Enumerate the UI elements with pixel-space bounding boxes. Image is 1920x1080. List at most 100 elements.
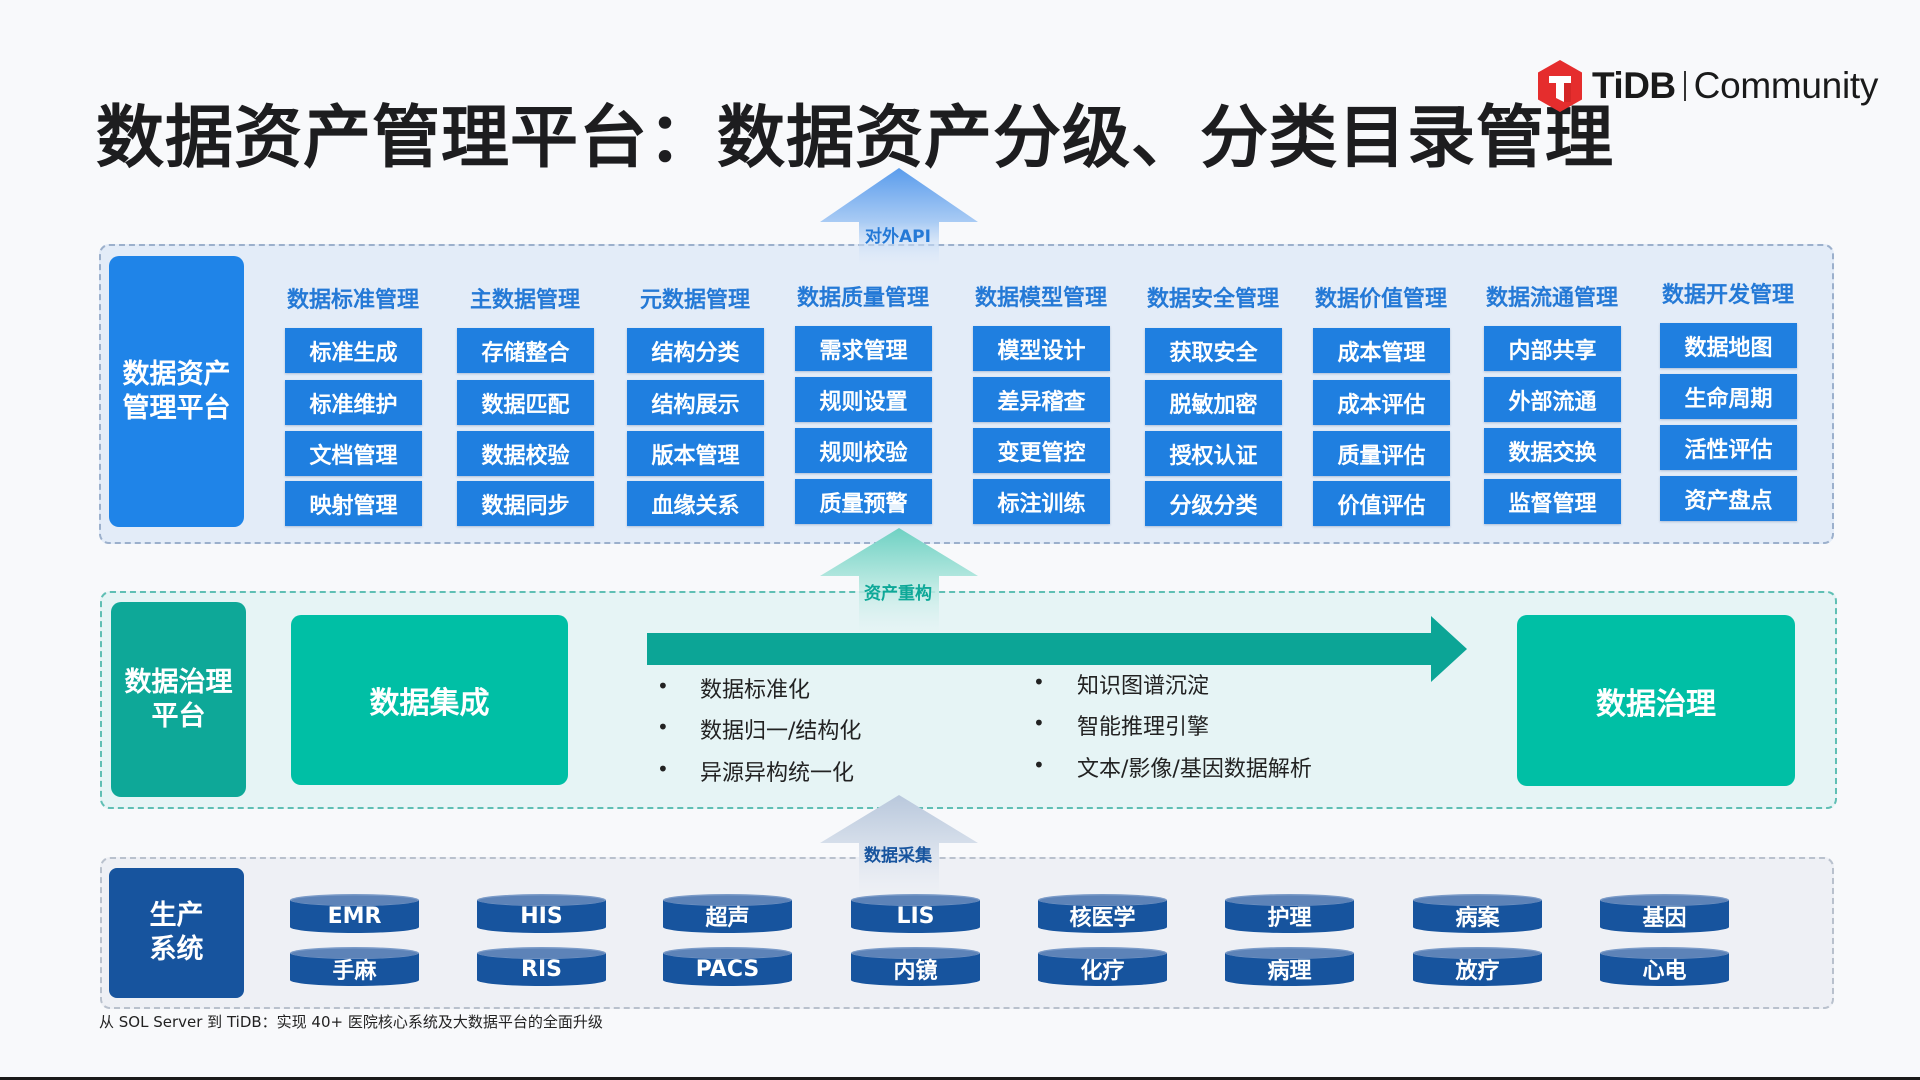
module-item: 数据同步: [457, 481, 594, 526]
database-cylinder: 超声: [662, 893, 793, 933]
module-item: 模型设计: [973, 326, 1110, 371]
module-item: 版本管理: [627, 431, 764, 476]
production-label-line2: 系统: [149, 934, 204, 965]
module-column-title: 主数据管理: [469, 288, 580, 313]
tidb-community-logo: TiDB Community: [1536, 58, 1878, 114]
database-label: RIS: [521, 956, 562, 982]
database-icon: [290, 894, 419, 933]
module-item: 需求管理: [795, 326, 932, 371]
database-label: 心电: [1642, 959, 1687, 984]
governance-bullet-item: 文本/影像/基因数据解析: [1077, 757, 1312, 782]
database-label: 核医学: [1069, 906, 1136, 931]
module-column-title: 数据开发管理: [1661, 283, 1794, 308]
database-label: PACS: [695, 956, 760, 982]
module-item: 价值评估: [1313, 481, 1450, 526]
module-item: 内部共享: [1484, 326, 1621, 371]
database-icon: [1225, 894, 1354, 933]
database-cylinder: 病理: [1224, 946, 1355, 986]
module-item: 变更管控: [973, 428, 1110, 473]
module-column-title: 数据质量管理: [796, 286, 929, 311]
module-item: 差异稽查: [973, 377, 1110, 422]
module-item: 生命周期: [1660, 374, 1797, 419]
database-cylinder: 护理: [1224, 893, 1355, 933]
footer-caption: 从 SOL Server 到 TiDB：实现 40+ 医院核心系统及大数据平台的…: [99, 1013, 603, 1031]
governance-platform-label-line1: 数据治理: [124, 666, 233, 698]
module-item: 授权认证: [1145, 431, 1282, 476]
database-label: 化疗: [1080, 959, 1125, 984]
data-governance-box: 数据治理: [1517, 615, 1795, 786]
database-cylinder: PACS: [662, 946, 793, 986]
module-item: 标准维护: [285, 380, 422, 425]
database-label: 病理: [1267, 959, 1312, 984]
module-item: 监督管理: [1484, 479, 1621, 524]
module-column-title: 数据价值管理: [1314, 287, 1447, 312]
module-item: 存储整合: [457, 328, 594, 373]
database-icon: [851, 894, 980, 933]
module-item: 数据匹配: [457, 380, 594, 425]
database-icon: [1225, 947, 1354, 986]
governance-bullet-item: 智能推理引擎: [1077, 715, 1210, 740]
production-systems-label: 生产 系统: [109, 868, 244, 998]
api-arrow-icon: [820, 168, 978, 266]
database-cylinder: HIS: [476, 893, 607, 933]
asset-platform-label: 数据资产 管理平台: [109, 256, 244, 527]
module-item: 标准生成: [285, 328, 422, 373]
module-item: 数据校验: [457, 431, 594, 476]
database-cylinder: RIS: [476, 946, 607, 986]
production-label-line1: 生产: [149, 900, 204, 931]
module-item: 脱敏加密: [1145, 380, 1282, 425]
database-icon: [663, 894, 792, 933]
database-label: 护理: [1267, 906, 1312, 931]
database-icon: [1600, 894, 1729, 933]
logo-brand-text: TiDB: [1592, 65, 1676, 106]
data-integration-box: 数据集成: [291, 615, 568, 785]
database-label: 手麻: [332, 959, 377, 984]
database-icon: [663, 947, 792, 986]
database-icon: [1600, 947, 1729, 986]
database-label: 内镜: [893, 959, 938, 984]
module-item: 质量评估: [1313, 431, 1450, 476]
database-cylinder: 核医学: [1037, 893, 1168, 933]
database-cylinder: 基因: [1599, 893, 1730, 933]
database-label: 超声: [705, 906, 750, 931]
governance-bullet-item: 知识图谱沉淀: [1077, 674, 1210, 699]
module-item: 活性评估: [1660, 425, 1797, 470]
database-cylinder: LIS: [850, 893, 981, 933]
database-icon: [290, 947, 419, 986]
module-item: 血缘关系: [627, 481, 764, 526]
module-column-title: 数据安全管理: [1146, 287, 1279, 312]
database-label: LIS: [896, 903, 935, 929]
restructure-arrow-label: 资产重构: [864, 584, 932, 604]
module-item: 分级分类: [1145, 481, 1282, 526]
collect-arrow-label: 数据采集: [864, 846, 932, 866]
module-item: 标注训练: [973, 479, 1110, 524]
governance-platform-label-line2: 平台: [151, 700, 206, 732]
database-label: 病案: [1455, 906, 1500, 931]
module-column-title: 数据流通管理: [1485, 286, 1618, 311]
module-item: 质量预警: [795, 479, 932, 524]
database-icon: [477, 947, 606, 986]
module-item: 成本管理: [1313, 328, 1450, 373]
bullet-dot-icon: •: [657, 674, 669, 698]
database-cylinder: 内镜: [850, 946, 981, 986]
module-item: 结构分类: [627, 328, 764, 373]
bullet-dot-icon: •: [657, 757, 669, 781]
bottom-bar: [0, 1077, 1920, 1080]
database-icon: [477, 894, 606, 933]
governance-bullet-item: 数据归一/结构化: [700, 719, 862, 744]
database-icon: [1413, 947, 1542, 986]
governance-bullet-item: 异源异构统一化: [700, 761, 855, 786]
logo-community-text: Community: [1693, 65, 1879, 106]
database-icon: [1413, 894, 1542, 933]
database-cylinder: 化疗: [1037, 946, 1168, 986]
module-item: 规则设置: [795, 377, 932, 422]
module-column-title: 元数据管理: [639, 288, 750, 313]
module-item: 规则校验: [795, 428, 932, 473]
module-item: 数据交换: [1484, 428, 1621, 473]
database-icon: [1038, 894, 1167, 933]
governance-bullet-item: 数据标准化: [700, 678, 811, 703]
logo-separator: [1683, 71, 1686, 101]
api-arrow-label: 对外API: [865, 227, 931, 247]
process-flow-arrow-icon: [647, 616, 1467, 682]
module-item: 资产盘点: [1660, 476, 1797, 521]
